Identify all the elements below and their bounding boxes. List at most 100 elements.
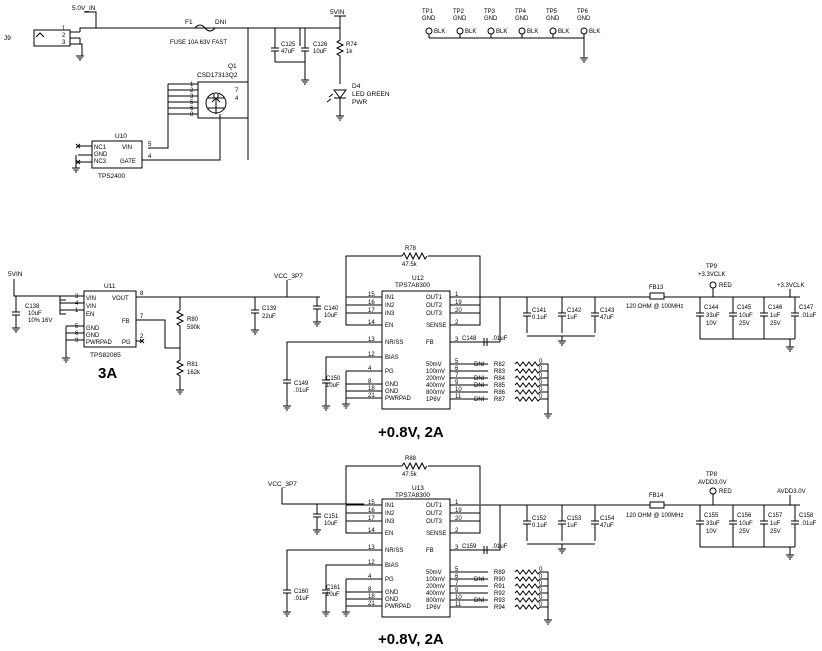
j9-pin-2: 2	[62, 33, 66, 39]
u11-num-9: 9	[75, 338, 79, 344]
fb13-ref: FB13	[649, 285, 664, 291]
u11-pin-fb: FB	[122, 319, 130, 325]
cap-c151: C151 10uF	[313, 504, 339, 530]
u11-num-8: 8	[140, 291, 144, 297]
ldo-pin-label-left: BIAS	[385, 563, 399, 569]
u11-pin-vin2: VIN	[86, 304, 96, 310]
cap-ref: C141	[532, 308, 547, 314]
cap-c125: C125 47uF	[271, 28, 305, 63]
vsel-resistor-value: 0	[539, 366, 543, 372]
test-points	[429, 37, 588, 63]
q1-ref: Q1	[228, 63, 237, 70]
ground-symbol	[12, 327, 20, 333]
u11-num-1: 1	[75, 308, 79, 314]
net-5vin-buck: 5VIN	[8, 271, 23, 278]
u11-num-7: 7	[140, 314, 144, 320]
ground-symbol	[544, 413, 552, 419]
ldo-pin-label-right: 800mV	[426, 390, 445, 396]
u11-pin-en: EN	[86, 312, 94, 318]
cap-c149: C149 .01uF	[283, 379, 310, 406]
cap-c139: C139 22uF	[251, 297, 277, 330]
r81-value: 162k	[187, 370, 201, 376]
ldo-pin-label-right: OUT2	[426, 511, 443, 517]
ldo-pin-label-left: NR/SS	[385, 340, 403, 346]
cap-ref: C143	[600, 308, 615, 314]
cap-c138: C138 10uF 10% 16V	[12, 304, 52, 328]
ldo-pin-number-right: 20	[455, 516, 462, 522]
vsel-resistor-value: 0	[539, 574, 543, 580]
cap-c126: C126 10uF	[301, 28, 328, 80]
cap-ref: C152	[532, 516, 547, 522]
ground-symbol	[176, 389, 184, 395]
c161-value: 10uF	[326, 592, 340, 598]
cap-value: 33uF	[706, 313, 720, 319]
ldo-pin-label-left: BIAS	[385, 355, 399, 361]
ldo-pin-number-left: 15	[368, 500, 375, 506]
ic-u12: U12 TPS7A8300 IN115IN216IN317EN14NR/SS13…	[364, 275, 462, 410]
led-d4: D4 LED GREEN PWR	[326, 83, 390, 116]
tp-ref: TP6	[577, 9, 589, 15]
u10-pin-5: 5	[148, 142, 152, 148]
c140-ref: C140	[324, 306, 339, 312]
ground-symbol	[301, 79, 309, 85]
vsel-resistor-ref: R85	[494, 383, 506, 389]
ldo-pin-label-right: 100mV	[426, 369, 445, 375]
ldo-pin-label-right: 200mV	[426, 584, 445, 590]
ldo-pin-label-right: 400mV	[426, 591, 445, 597]
ldo-pin-label-left: IN2	[385, 303, 395, 309]
u10-part: TPS2400	[98, 173, 125, 180]
ldo-pin-number-left: 8	[368, 379, 372, 385]
tp-ref: TP2	[453, 9, 465, 15]
ldo-pin-number-right: 1	[455, 500, 459, 506]
q1-pin-7: 7	[235, 88, 239, 94]
tp-net: GND	[422, 16, 436, 22]
r74-ref: R74	[346, 42, 358, 48]
ground-symbol	[322, 405, 330, 411]
ldo-pin-number-left: 12	[368, 560, 375, 566]
cap-c148: C148 .01uF	[462, 336, 508, 346]
ldo-pin-number-right: 7	[455, 581, 459, 587]
cap-ref: C144	[704, 305, 719, 311]
ldo-pin-number-right: 3	[455, 545, 459, 551]
ldo-pin-number-right: 10	[455, 595, 462, 601]
u11-pin-vin1: VIN	[86, 296, 96, 302]
c138-value2: 10% 16V	[28, 318, 52, 324]
u10-pin-gate: GATE	[120, 159, 136, 165]
vsel-resistor-ref: R91	[494, 584, 506, 590]
ldo-pin-label-right: 400mV	[426, 383, 445, 389]
vsel-resistor-ref: R93	[494, 598, 506, 604]
ldo-pin-number-right: 6	[455, 574, 459, 580]
ldo-pin-label-right: OUT1	[426, 295, 443, 301]
c149-ref: C149	[294, 381, 309, 387]
ground-symbol	[251, 329, 259, 335]
cap-c150: C150 10uF	[322, 376, 341, 406]
ic-u11: U11 VIN VIN EN GND GND PWRPAD VOUT FB PG…	[60, 283, 320, 359]
ldo-pin-number-left: 4	[368, 366, 372, 372]
ic-u13: U13 TPS7A8300 IN115IN216IN317EN14NR/SS13…	[364, 485, 462, 618]
cap-value: 10uF	[739, 521, 753, 527]
ground-symbol	[283, 611, 291, 617]
ldo-pin-label-left: NR/SS	[385, 548, 403, 554]
vsel-resistor-dni: DNI	[474, 397, 485, 403]
r81-ref: R81	[187, 362, 199, 368]
c150-ref: C150	[326, 376, 341, 382]
ldo-pin-number-right: 6	[455, 366, 459, 372]
ground-symbol	[313, 529, 321, 535]
vsel-resistor-ref: R83	[494, 369, 506, 375]
vsel-resistor-ref: R84	[494, 376, 506, 382]
tp-color: BLK	[558, 29, 569, 35]
net-vcc-ldo1: VCC_3P7	[274, 273, 303, 280]
ldo-pin-number-left: 15	[368, 292, 375, 298]
ldo-pin-number-right: 7	[455, 373, 459, 379]
u11-pin-gnd2: GND	[86, 333, 100, 339]
cap-rating: 10V	[706, 321, 717, 327]
u13-ref: U13	[412, 485, 424, 492]
cap-ref: C142	[567, 308, 582, 314]
ldo-pin-number-right: 10	[455, 387, 462, 393]
fb13-value: 120 OHM @ 100MHz	[626, 304, 683, 310]
ldo-pin-number-right: 2	[455, 320, 459, 326]
vsel-resistor-ref: R87	[494, 397, 506, 403]
